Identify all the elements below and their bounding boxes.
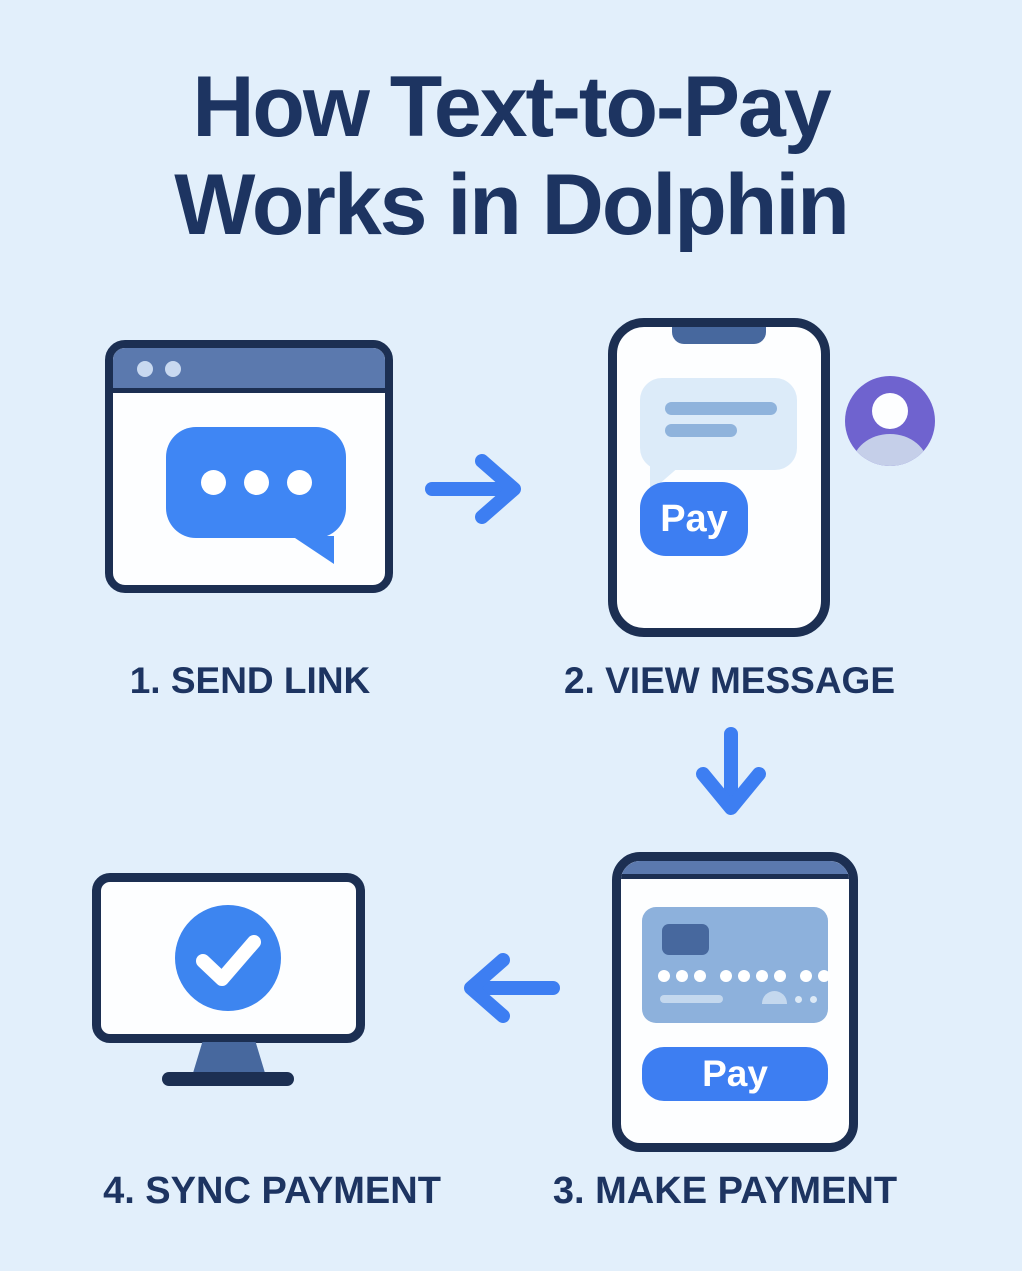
typing-dot-icon [200,470,226,495]
message-text-line [665,402,777,415]
pay-button: Pay [640,482,748,556]
monitor-stand [193,1042,265,1073]
card-chip-icon [662,924,709,955]
card-number-dots [658,970,830,982]
typing-dot-icon [243,470,269,495]
checkmark-icon [196,935,261,986]
card-logo-dot [795,996,802,1003]
card-logo-icon [762,991,787,1004]
arrow-down-icon [696,727,766,815]
pay-button: Pay [642,1047,828,1101]
chat-bubble-icon [166,427,346,564]
card-name-strip [660,995,723,1003]
step-3-label: 3. MAKE PAYMENT [552,1170,898,1212]
message-text-line [665,424,737,437]
bubble-tail [292,536,334,564]
step-1-label: 1. SEND LINK [129,660,371,701]
window-dot-icon [137,361,153,377]
step-2-label: 2. VIEW MESSAGE [563,660,895,701]
credit-card-icon [642,907,830,1023]
phone-card-icon: Pay [612,852,858,1152]
browser-titlebar [113,348,385,393]
window-titlebar [621,861,849,879]
typing-dot-icon [286,470,312,495]
monitor-check-icon [92,873,365,1043]
card-logo-dot [810,996,817,1003]
browser-chat-icon [105,340,393,593]
avatar-shoulders [852,434,928,466]
arrow-right-icon [425,454,521,524]
title-line-1: How Text-to-Pay [192,59,831,155]
checkmark-circle-icon [175,905,281,1011]
user-avatar-icon [845,376,935,466]
phone-message-icon: Pay [608,318,830,637]
step-4-label: 4. SYNC PAYMENT [103,1170,441,1212]
title-line-2: Works in Dolphin [174,157,850,253]
window-dot-icon [165,361,181,377]
message-bubble-icon [640,378,797,492]
phone-notch [672,327,766,344]
arrow-left-icon [464,953,560,1023]
monitor-base [162,1072,294,1086]
avatar-head [872,393,908,429]
